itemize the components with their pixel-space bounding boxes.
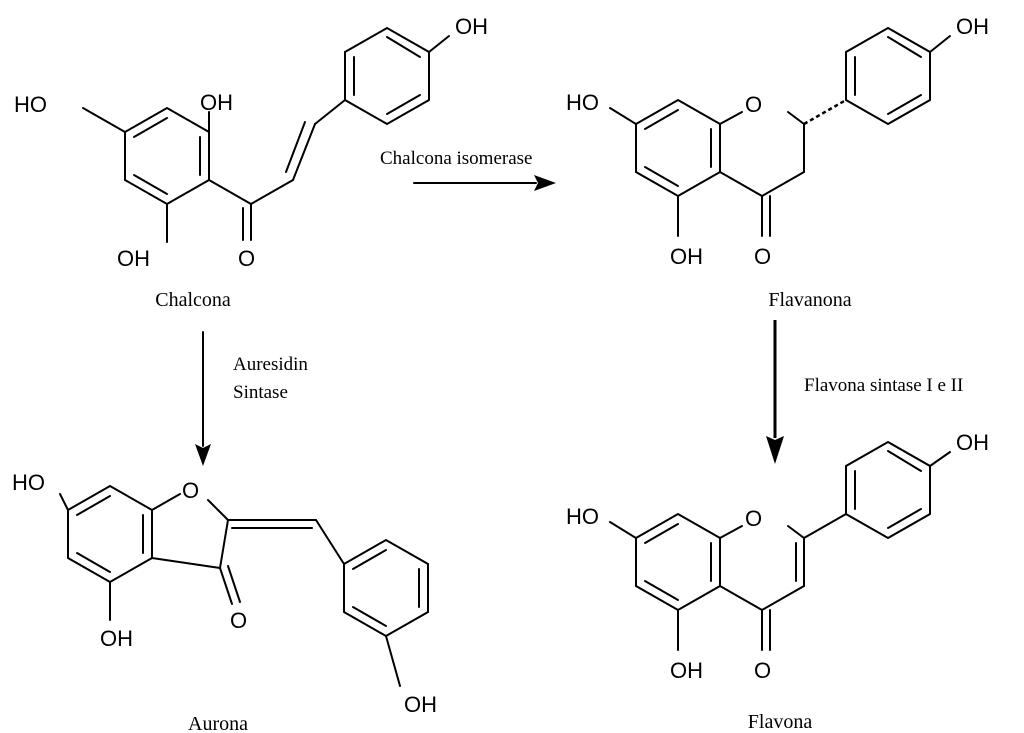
arrow-isomerase bbox=[413, 175, 556, 191]
chalcona-oh-b: OH bbox=[455, 14, 488, 39]
arrow-auresidin bbox=[195, 331, 211, 466]
chalcona-structure: OH HO OH OH O bbox=[14, 14, 488, 271]
flavanona-oh-b: OH bbox=[956, 14, 989, 39]
flavanona-ho-a: HO bbox=[566, 90, 599, 115]
aurona-structure: O HO OH O OH bbox=[12, 470, 437, 717]
chalcona-label: Chalcona bbox=[155, 289, 231, 311]
flavona-carbonyl-o: O bbox=[754, 658, 771, 683]
flavona-structure: O OH HO OH O bbox=[566, 430, 989, 683]
flavona-ring-o: O bbox=[745, 506, 762, 531]
enzyme-auresidin-line1: Auresidin bbox=[233, 354, 308, 375]
enzyme-flavona-sintase: Flavona sintase I e II bbox=[804, 375, 963, 396]
flavona-oh-b: OH bbox=[956, 430, 989, 455]
flavanona-oh-a2: OH bbox=[670, 244, 703, 269]
enzyme-auresidin-line2: Sintase bbox=[233, 382, 288, 403]
flavanona-label: Flavanona bbox=[768, 289, 851, 311]
flavanona-ring-o: O bbox=[745, 92, 762, 117]
chalcona-oh-a3: OH bbox=[117, 246, 150, 271]
aurona-ring-o: O bbox=[182, 478, 199, 503]
aurona-label: Aurona bbox=[188, 713, 248, 733]
flavanona-structure: O OH HO OH O bbox=[566, 14, 989, 269]
aurona-ho-a: HO bbox=[12, 470, 45, 495]
chalcona-oh-a2: OH bbox=[200, 90, 233, 115]
flavona-ho-a: HO bbox=[566, 504, 599, 529]
flavona-oh-a2: OH bbox=[670, 658, 703, 683]
flavona-label: Flavona bbox=[748, 711, 813, 733]
flavanona-carbonyl-o: O bbox=[754, 244, 771, 269]
enzyme-chalcona-isomerase: Chalcona isomerase bbox=[380, 148, 532, 169]
aurona-oh-b: OH bbox=[404, 692, 437, 717]
chalcona-ho-a: HO bbox=[14, 92, 47, 117]
aurona-oh-a2: OH bbox=[100, 626, 133, 651]
arrow-flavona-sintase bbox=[766, 320, 784, 464]
aurona-carbonyl-o: O bbox=[230, 608, 247, 633]
chalcona-carbonyl-o: O bbox=[238, 246, 255, 271]
